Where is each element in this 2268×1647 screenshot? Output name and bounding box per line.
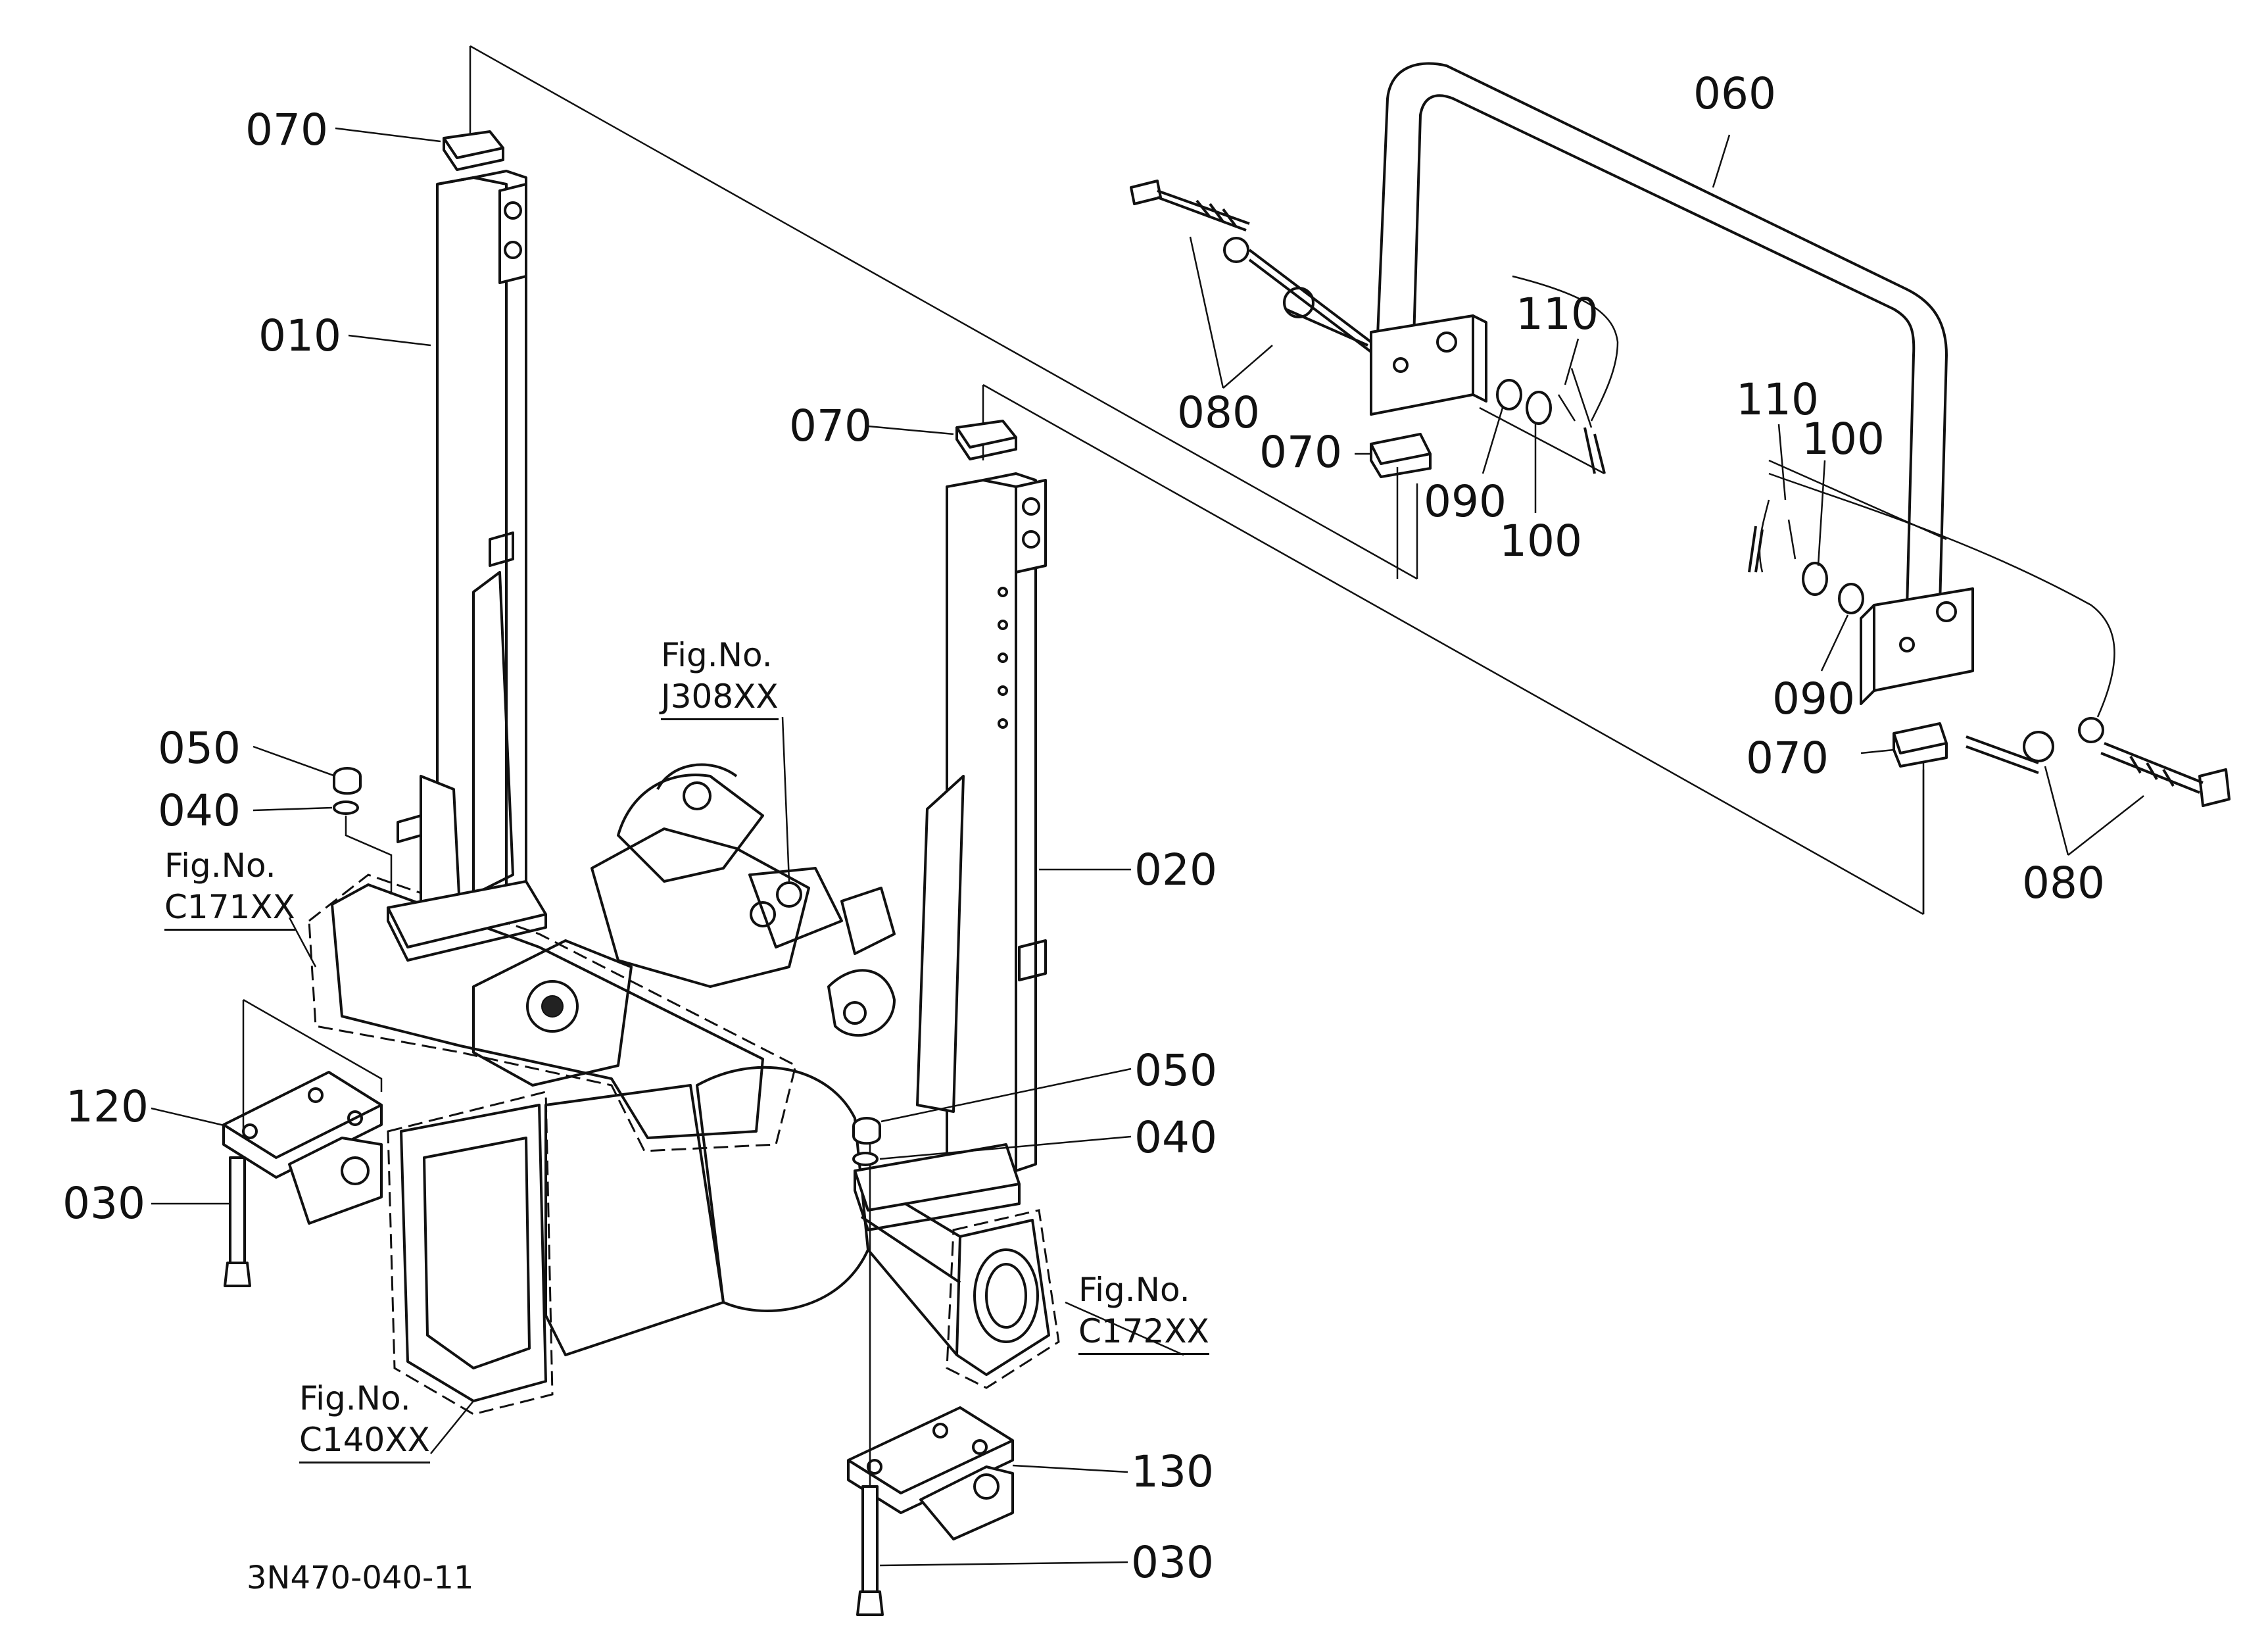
label-060-upper-bar: 060 — [1693, 68, 1776, 119]
nuts-and-washers — [333, 767, 881, 1166]
label-050-nut-left: 050 — [158, 723, 241, 774]
label-110-cotter-right: 110 — [1736, 374, 1819, 425]
figure-ref-c172-code: C172XX — [1078, 1311, 1209, 1355]
label-070-cap-left-post: 070 — [245, 105, 328, 155]
figure-ref-c172: Fig.No. C172XX — [1078, 1269, 1209, 1355]
label-010-left-post: 010 — [258, 310, 341, 361]
figure-ref-c140-prefix: Fig.No. — [299, 1379, 411, 1417]
label-030-bolt-bottom: 030 — [1131, 1537, 1214, 1588]
figure-ref-j308-prefix: Fig.No. — [661, 636, 773, 674]
figure-ref-c172-prefix: Fig.No. — [1078, 1271, 1190, 1309]
transmission-housing — [308, 827, 1060, 1415]
figure-ref-j308-code: J308XX — [661, 676, 779, 720]
label-090-washer-left: 090 — [1424, 476, 1507, 527]
top-link-bracket — [617, 763, 896, 955]
figure-ref-c171-prefix: Fig.No. — [164, 847, 276, 885]
mount-bracket-120 — [222, 998, 383, 1225]
figure-ref-j308: Fig.No. J308XX — [661, 635, 779, 720]
figure-ref-c140: Fig.No. C140XX — [299, 1378, 430, 1463]
label-040-washer-left: 040 — [158, 785, 241, 836]
figure-ref-c171-code: C171XX — [164, 887, 295, 931]
label-080-pin-left: 080 — [1177, 387, 1260, 438]
figure-ref-c140-code: C140XX — [299, 1419, 430, 1463]
label-080-pin-right: 080 — [2022, 858, 2105, 908]
label-070-cap-right-post: 070 — [789, 401, 872, 451]
post-caps-070 — [443, 130, 1017, 460]
label-040-washer-right: 040 — [1134, 1112, 1217, 1163]
mount-bracket-130 — [847, 1406, 1014, 1540]
pins-080 — [1130, 180, 2231, 807]
label-100-nut-left: 100 — [1499, 516, 1582, 566]
label-070-cap-bar-left: 070 — [1259, 427, 1342, 478]
label-110-cotter-left: 110 — [1516, 289, 1599, 339]
post-020 — [854, 472, 1047, 1231]
drawing-number: 3N470-040-11 — [247, 1560, 474, 1596]
label-100-nut-right: 100 — [1802, 414, 1885, 464]
label-030-bolt-left: 030 — [62, 1178, 145, 1229]
bar-caps-070 — [1370, 433, 1948, 914]
post-010 — [387, 170, 547, 962]
label-090-washer-right: 090 — [1772, 674, 1855, 724]
leader-lines — [151, 127, 2144, 1567]
hardware-090-100-110 — [1479, 275, 2115, 718]
assembly-guide-lines — [469, 45, 1925, 916]
upper-bar-060 — [1370, 62, 1974, 705]
label-020-right-post: 020 — [1134, 845, 1217, 895]
bolts-030 — [224, 1144, 884, 1616]
label-070-cap-bar-right: 070 — [1746, 733, 1829, 783]
label-130-bracket: 130 — [1131, 1446, 1214, 1497]
label-050-nut-right: 050 — [1134, 1045, 1217, 1096]
figure-ref-c171: Fig.No. C171XX — [164, 845, 295, 931]
label-120-bracket: 120 — [66, 1081, 149, 1132]
